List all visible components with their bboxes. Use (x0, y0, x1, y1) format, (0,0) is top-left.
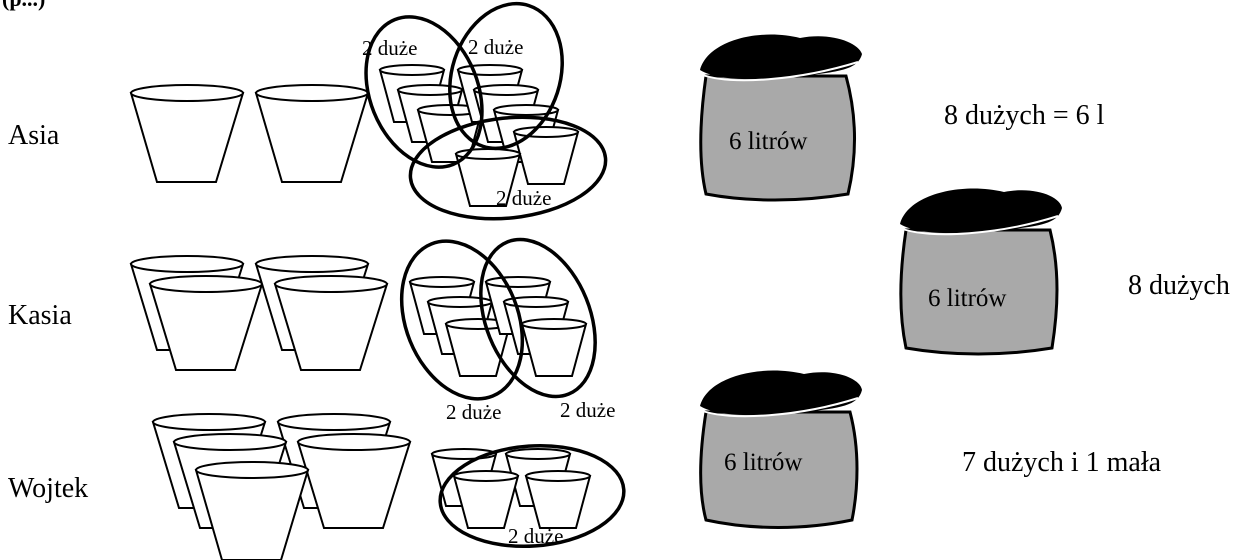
small-cup (454, 471, 518, 528)
row-name-kasia: Kasia (8, 300, 72, 331)
bag-label: 6 litrów (724, 449, 802, 476)
small-cup (514, 127, 578, 184)
small-cup (522, 319, 586, 376)
group-label: 2 duże (468, 35, 523, 59)
bag-label: 6 litrów (928, 285, 1006, 312)
row-result: 7 dużych i 1 mała (962, 447, 1162, 478)
row-result: 8 dużych = 6 l (944, 100, 1105, 131)
row-name-asia: Asia (8, 120, 60, 151)
bag-label: 6 litrów (729, 128, 807, 155)
group-label: 2 duże (446, 400, 501, 424)
large-cup (131, 85, 243, 182)
large-cup (256, 85, 368, 182)
large-cup (275, 276, 387, 370)
group-label: 2 duże (560, 398, 615, 422)
large-cup (196, 462, 308, 560)
group-label: 2 duże (496, 186, 551, 210)
bag: 6 litrów (700, 35, 862, 200)
group-label: 2 duże (362, 36, 417, 60)
row-name-wojtek: Wojtek (8, 473, 88, 504)
bag: 6 litrów (700, 371, 862, 528)
group-label: 2 duże (508, 524, 563, 548)
row-result: 8 dużych (1128, 270, 1230, 301)
large-cup (298, 434, 410, 528)
row-kasia: Kasia 2 duże 2 duże 6 litrów 8 dużych (8, 189, 1230, 424)
large-cup (150, 276, 262, 370)
small-cup (526, 471, 590, 528)
header-fragment: (p...) (2, 0, 45, 11)
bag: 6 litrów (900, 189, 1062, 354)
